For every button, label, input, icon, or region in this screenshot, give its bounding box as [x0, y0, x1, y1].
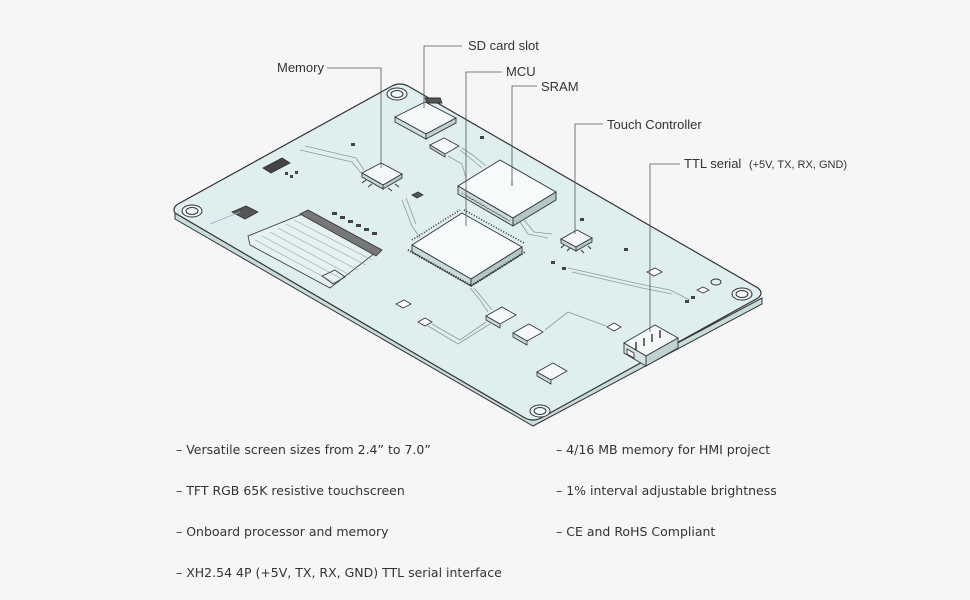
memory-label: Memory: [277, 60, 324, 75]
feature-right-2: – 1% interval adjustable brightness: [556, 483, 777, 498]
feature-left-2: – TFT RGB 65K resistive touchscreen: [176, 483, 405, 498]
ttl-serial-label-main: TTL serial: [684, 156, 741, 171]
feature-left-1: – Versatile screen sizes from 2.4” to 7.…: [176, 442, 431, 457]
memory-chip: [361, 162, 403, 192]
small-components: [262, 136, 710, 385]
fpc-connector: [209, 205, 383, 289]
ttl-serial-connector: [623, 324, 679, 367]
sd-card-slot-label: SD card slot: [468, 38, 539, 53]
mounting-holes: [181, 87, 753, 418]
feature-left-4: – XH2.54 4P (+5V, TX, RX, GND) TTL seria…: [176, 565, 502, 580]
ttl-serial-label: TTL serial (+5V, TX, RX, GND): [684, 156, 847, 171]
touch-controller-chip: [560, 229, 593, 254]
feature-left-3: – Onboard processor and memory: [176, 524, 389, 539]
sd-card-slot: [394, 97, 457, 140]
ttl-serial-label-detail: (+5V, TX, RX, GND): [749, 159, 847, 171]
mcu-label: MCU: [506, 64, 536, 79]
sram-chip: [457, 159, 557, 227]
board-diagram: Memory SD card slot MCU SRAM Touch Contr…: [173, 38, 847, 427]
sram-label: SRAM: [541, 79, 579, 94]
mcu-chip: [407, 209, 526, 287]
feature-right-1: – 4/16 MB memory for HMI project: [556, 442, 771, 457]
feature-right-3: – CE and RoHS Compliant: [556, 524, 716, 539]
feature-list: – Versatile screen sizes from 2.4” to 7.…: [0, 430, 970, 600]
callout-lines: [327, 45, 680, 332]
touch-controller-label: Touch Controller: [607, 117, 702, 132]
